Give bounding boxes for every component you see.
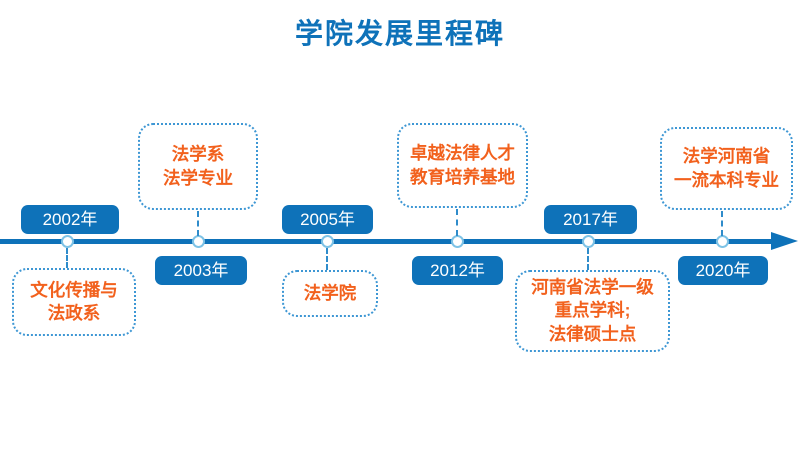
year-badge-2003: 2003年 bbox=[155, 256, 247, 285]
connector-line-2012 bbox=[456, 209, 458, 236]
connector-line-2017 bbox=[587, 248, 589, 270]
milestone-callout-2020: 法学河南省 一流本科专业 bbox=[660, 127, 793, 210]
timeline-axis bbox=[0, 239, 774, 244]
year-badge-2017: 2017年 bbox=[544, 205, 637, 234]
milestone-callout-2012: 卓越法律人才 教育培养基地 bbox=[397, 123, 528, 208]
connector-line-2002 bbox=[66, 248, 68, 268]
timeline-arrow-icon bbox=[771, 232, 798, 250]
milestone-callout-2003: 法学系 法学专业 bbox=[138, 123, 258, 210]
year-badge-2005: 2005年 bbox=[282, 205, 373, 234]
milestone-callout-2017: 河南省法学一级 重点学科; 法律硕士点 bbox=[515, 270, 670, 352]
connector-line-2005 bbox=[326, 248, 328, 270]
timeline-marker-2017 bbox=[582, 235, 595, 248]
timeline-marker-2005 bbox=[321, 235, 334, 248]
timeline-marker-2003 bbox=[192, 235, 205, 248]
connector-line-2020 bbox=[721, 211, 723, 236]
year-badge-2012: 2012年 bbox=[412, 256, 503, 285]
page-title: 学院发展里程碑 bbox=[294, 18, 505, 49]
milestone-callout-2005: 法学院 bbox=[282, 270, 378, 317]
year-badge-2020: 2020年 bbox=[678, 256, 768, 285]
timeline-marker-2002 bbox=[61, 235, 74, 248]
connector-line-2003 bbox=[197, 211, 199, 236]
milestone-callout-2002: 文化传播与 法政系 bbox=[12, 268, 136, 336]
timeline-marker-2020 bbox=[716, 235, 729, 248]
timeline-marker-2012 bbox=[451, 235, 464, 248]
year-badge-2002: 2002年 bbox=[21, 205, 119, 234]
